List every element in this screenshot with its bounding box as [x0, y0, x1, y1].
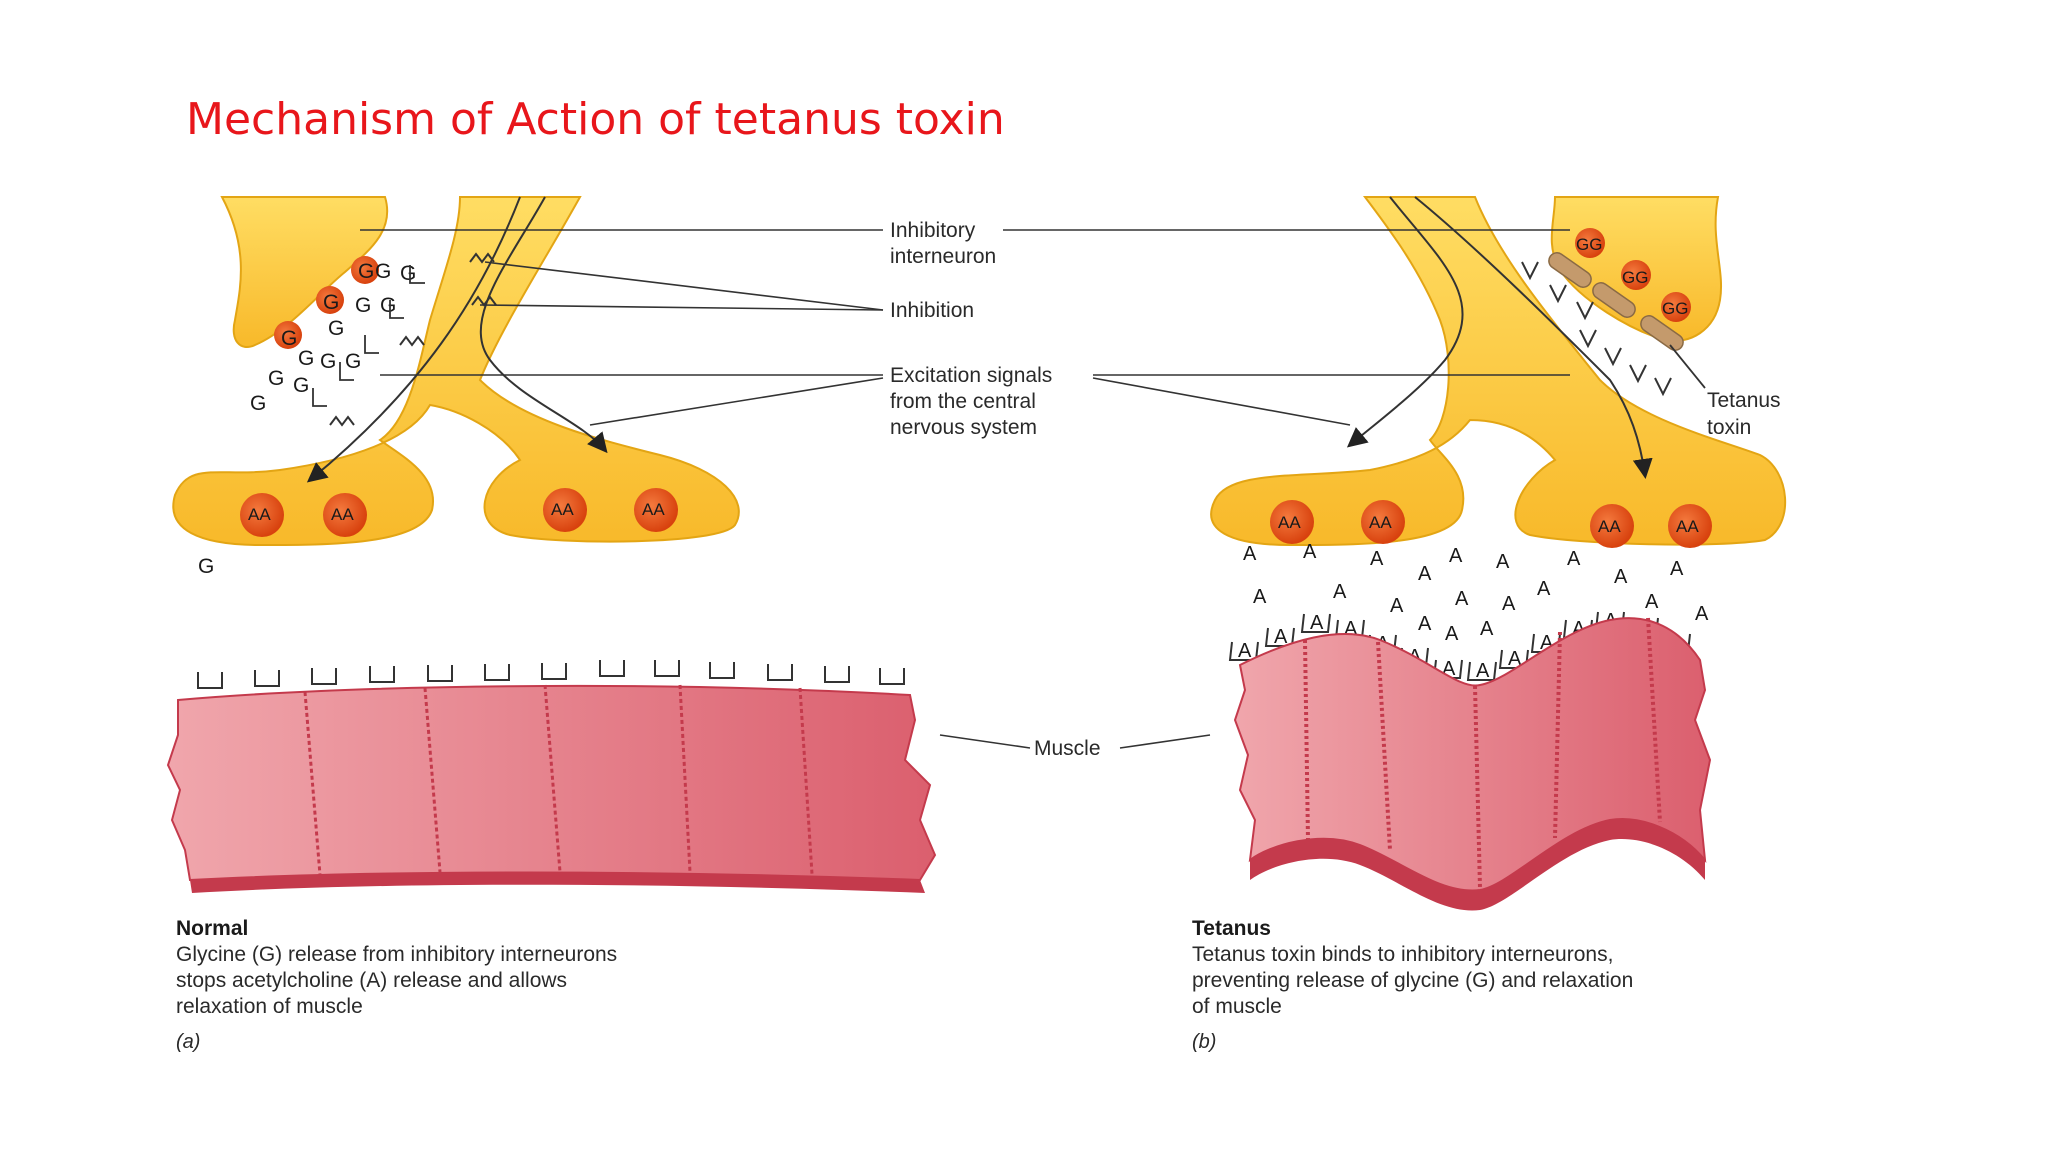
label-muscle: Muscle — [1034, 737, 1101, 760]
svg-text:A: A — [1303, 541, 1317, 563]
label-inhibition: Inhibition — [890, 299, 974, 322]
leader-lines — [360, 229, 1570, 749]
slide-title: Mechanism of Action of tetanus toxin — [186, 94, 1005, 145]
panel-b-neurons — [1210, 196, 1786, 548]
svg-text:toxin: toxin — [1707, 416, 1751, 439]
svg-text:AA: AA — [551, 500, 574, 519]
svg-text:Tetanus: Tetanus — [1707, 389, 1781, 412]
svg-text:G: G — [355, 294, 371, 317]
svg-text:G: G — [198, 555, 214, 578]
svg-text:A: A — [1508, 648, 1522, 670]
acetylcholine-vesicles-a: AA AA AA AA — [248, 500, 665, 524]
svg-text:Inhibitory: Inhibitory — [890, 219, 976, 242]
svg-text:relaxation of muscle: relaxation of muscle — [176, 995, 363, 1018]
svg-text:G: G — [250, 392, 266, 415]
svg-text:interneuron: interneuron — [890, 245, 996, 268]
svg-text:A: A — [1670, 558, 1684, 580]
svg-text:A: A — [1418, 563, 1432, 585]
muscle-normal — [166, 660, 937, 893]
svg-text:A: A — [1333, 581, 1347, 603]
svg-text:A: A — [1480, 618, 1494, 640]
bound-receptors-b: A A A A A A A A A A A A A A — [1228, 610, 1691, 682]
svg-text:preventing release of glycine: preventing release of glycine (G) and re… — [1192, 969, 1633, 992]
panel-a-neurons — [172, 196, 740, 547]
svg-text:A: A — [1253, 586, 1267, 608]
svg-text:A: A — [1567, 548, 1581, 570]
svg-text:A: A — [1476, 660, 1490, 682]
svg-text:Tetanus toxin binds to inhibit: Tetanus toxin binds to inhibitory intern… — [1192, 943, 1613, 966]
svg-text:GG: GG — [1662, 299, 1688, 318]
svg-text:AA: AA — [1676, 517, 1699, 536]
svg-text:A: A — [1496, 551, 1510, 573]
svg-text:Normal: Normal — [176, 917, 248, 940]
muscle-tetanus — [1233, 617, 1712, 911]
acetylcholine-vesicles-b: AA AA AA AA — [1278, 513, 1699, 536]
svg-text:G: G — [358, 260, 374, 283]
svg-text:AA: AA — [331, 505, 354, 524]
svg-text:G: G — [320, 350, 336, 373]
svg-text:A: A — [1502, 593, 1516, 615]
svg-text:(b): (b) — [1192, 1031, 1216, 1053]
svg-text:(a): (a) — [176, 1031, 200, 1053]
caption-normal: Normal Glycine (G) release from inhibito… — [176, 917, 617, 1053]
svg-text:G: G — [345, 350, 361, 373]
svg-text:G: G — [323, 291, 339, 314]
svg-text:of muscle: of muscle — [1192, 995, 1282, 1018]
svg-text:G: G — [293, 374, 309, 397]
svg-text:A: A — [1537, 578, 1551, 600]
svg-text:G: G — [328, 317, 344, 340]
svg-text:G: G — [298, 347, 314, 370]
svg-text:A: A — [1370, 548, 1384, 570]
svg-text:GG: GG — [1622, 268, 1648, 287]
label-excitation-signals: Excitation signals from the central nerv… — [890, 364, 1052, 439]
svg-text:Excitation signals: Excitation signals — [890, 364, 1052, 387]
svg-text:AA: AA — [1598, 517, 1621, 536]
caption-tetanus: Tetanus Tetanus toxin binds to inhibitor… — [1192, 917, 1633, 1053]
svg-text:A: A — [1614, 566, 1628, 588]
svg-text:A: A — [1243, 543, 1257, 565]
svg-text:A: A — [1238, 640, 1252, 662]
svg-text:G: G — [380, 294, 396, 317]
svg-text:A: A — [1449, 545, 1463, 567]
svg-text:from the central: from the central — [890, 390, 1036, 413]
svg-text:Tetanus: Tetanus — [1192, 917, 1271, 940]
svg-text:G: G — [400, 262, 416, 285]
acetylcholine-molecules-b: A A A A A A A A A A A A A A A A A A A A — [1243, 541, 1709, 645]
svg-text:A: A — [1274, 626, 1288, 648]
svg-text:AA: AA — [642, 500, 665, 519]
svg-text:A: A — [1455, 588, 1469, 610]
svg-text:Glycine (G) release from inhib: Glycine (G) release from inhibitory inte… — [176, 943, 617, 966]
label-tetanus-toxin: Tetanus toxin — [1707, 389, 1781, 439]
svg-text:AA: AA — [1278, 513, 1301, 532]
svg-text:A: A — [1445, 623, 1459, 645]
svg-text:stops acetylcholine (A) releas: stops acetylcholine (A) release and allo… — [176, 969, 567, 992]
svg-text:A: A — [1310, 612, 1324, 634]
svg-text:G: G — [375, 260, 391, 283]
svg-text:G: G — [268, 367, 284, 390]
glycine-vesicles-b: GG GG GG — [1576, 235, 1688, 318]
svg-text:nervous system: nervous system — [890, 416, 1037, 439]
svg-text:A: A — [1390, 595, 1404, 617]
svg-text:AA: AA — [248, 505, 271, 524]
svg-text:G: G — [281, 327, 297, 350]
label-inhibitory-interneuron: Inhibitory interneuron — [890, 219, 996, 268]
glycine-molecules-a: G G G G G G G G G G G G G G G — [198, 260, 425, 578]
svg-text:GG: GG — [1576, 235, 1602, 254]
svg-text:A: A — [1645, 591, 1659, 613]
svg-text:A: A — [1418, 613, 1432, 635]
svg-text:AA: AA — [1369, 513, 1392, 532]
svg-text:A: A — [1695, 603, 1709, 625]
